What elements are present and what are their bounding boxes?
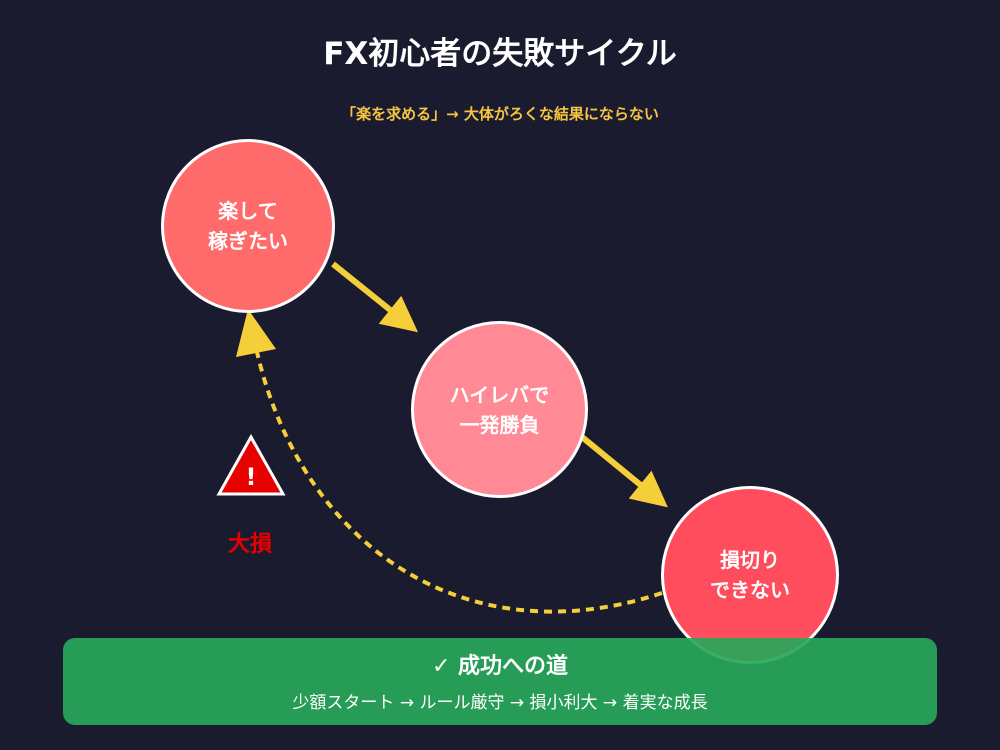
success-path-steps: 少額スタート → ルール厳守 → 損小利大 → 着実な成長 xyxy=(292,693,708,713)
cycle-node-no-stop-loss: 損切り できない xyxy=(661,486,839,664)
arrow-node2-to-node3 xyxy=(580,434,668,508)
diagram-subtitle: 「楽を求める」→ 大体がろくな結果にならない xyxy=(341,105,659,123)
warning-triangle-icon: ! xyxy=(216,434,286,496)
cycle-node-easy-money: 楽して 稼ぎたい xyxy=(161,139,335,313)
return-arrowhead xyxy=(236,309,276,357)
cycle-node-high-leverage: ハイレバで 一発勝負 xyxy=(411,321,588,498)
warning-mark: ! xyxy=(246,463,257,491)
big-loss-label: 大損 xyxy=(227,532,272,557)
arrow-node1-to-node2 xyxy=(331,261,419,333)
diagram-title: FX初心者の失敗サイクル xyxy=(323,36,677,72)
success-path-title: ✓ 成功への道 xyxy=(431,654,569,679)
return-arrow-dashed xyxy=(250,327,663,614)
success-path-panel: ✓ 成功への道 少額スタート → ルール厳守 → 損小利大 → 着実な成長 xyxy=(63,638,937,725)
